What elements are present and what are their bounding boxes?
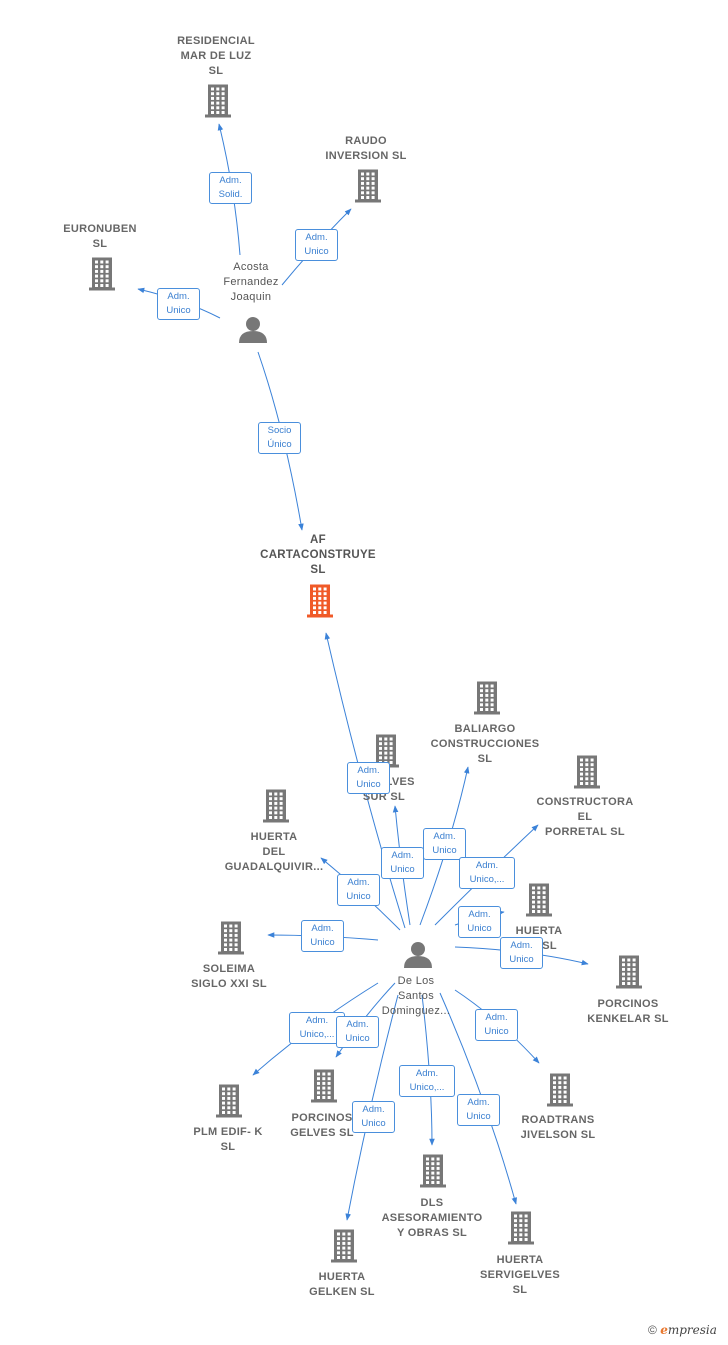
building-icon xyxy=(218,921,244,955)
building-icon xyxy=(420,1154,446,1188)
building-icon xyxy=(311,1069,337,1103)
edge-role-label[interactable]: Adm. Unico xyxy=(157,288,200,320)
building-icon xyxy=(89,257,115,291)
building-icon xyxy=(474,681,500,715)
edge-role-label[interactable]: Adm. Solid. xyxy=(209,172,252,204)
edge-role-label[interactable]: Adm. Unico xyxy=(457,1094,500,1126)
icons-layer xyxy=(89,84,642,1263)
person-icon xyxy=(239,317,267,343)
edge-role-label[interactable]: Adm. Unico xyxy=(352,1101,395,1133)
node-label-huerta_guad[interactable]: HUERTA DEL GUADALQUIVIR... xyxy=(224,831,324,873)
copyright-icon: © xyxy=(648,1323,657,1337)
edge-role-label[interactable]: Adm. Unico xyxy=(458,906,501,938)
node-label-roadtrans[interactable]: ROADTRANS JIVELSON SL xyxy=(520,1114,596,1141)
edge-role-label[interactable]: Socio Único xyxy=(258,422,301,454)
node-label-dls[interactable]: DLS ASESORAMIENTO Y OBRAS SL xyxy=(381,1197,483,1239)
building-icon xyxy=(547,1073,573,1107)
edge-role-label[interactable]: Adm. Unico xyxy=(423,828,466,860)
building-icon xyxy=(307,584,333,618)
node-label-euronuben[interactable]: EURONUBEN SL xyxy=(63,223,137,250)
edge-role-label[interactable]: Adm. Unico,... xyxy=(289,1012,345,1044)
building-icon xyxy=(331,1229,357,1263)
node-label-af[interactable]: AF CARTACONSTRUYE SL xyxy=(260,534,376,576)
node-label-residencial[interactable]: RESIDENCIAL MAR DE LUZ SL xyxy=(177,35,255,77)
node-label-kenkelar[interactable]: PORCINOS KENKELAR SL xyxy=(587,998,669,1025)
node-label-baliargo[interactable]: BALIARGO CONSTRUCCIONES SL xyxy=(430,723,540,765)
person-icon xyxy=(404,942,432,968)
building-icon xyxy=(526,883,552,917)
building-icon xyxy=(355,169,381,203)
building-icon xyxy=(205,84,231,118)
brand-name: mpresia xyxy=(667,1323,717,1337)
node-label-gelken[interactable]: HUERTA GELKEN SL xyxy=(309,1271,375,1298)
node-label-raudo[interactable]: RAUDO INVERSION SL xyxy=(325,135,407,162)
node-label-servigelves[interactable]: HUERTA SERVIGELVES SL xyxy=(480,1254,560,1296)
edge-role-label[interactable]: Adm. Unico,... xyxy=(399,1065,455,1097)
edge-role-label[interactable]: Adm. Unico xyxy=(301,920,344,952)
edge-role-label[interactable]: Adm. Unico xyxy=(295,229,338,261)
building-icon xyxy=(216,1084,242,1118)
footer-brand: © empresia xyxy=(648,1323,717,1337)
edge-role-label[interactable]: Adm. Unico xyxy=(337,874,380,906)
edge-role-label[interactable]: Adm. Unico xyxy=(381,847,424,879)
node-label-plm[interactable]: PLM EDIF- K SL xyxy=(193,1126,263,1153)
brand-initial: e xyxy=(660,1323,668,1337)
edge-role-label[interactable]: Adm. Unico,... xyxy=(459,857,515,889)
node-label-constructora[interactable]: CONSTRUCTORA EL PORRETAL SL xyxy=(536,796,634,838)
building-icon xyxy=(263,789,289,823)
building-icon xyxy=(616,955,642,989)
node-label-soleima[interactable]: SOLEIMA SIGLO XXI SL xyxy=(191,963,267,990)
edge-role-label[interactable]: Adm. Unico xyxy=(475,1009,518,1041)
edge-role-label[interactable]: Adm. Unico xyxy=(336,1016,379,1048)
edge-role-label[interactable]: Adm. Unico xyxy=(500,937,543,969)
node-label-delossantos[interactable]: De Los Santos Dominguez... xyxy=(381,975,451,1017)
node-label-acosta[interactable]: Acosta Fernandez Joaquin xyxy=(223,261,279,303)
node-label-porcinos_gelves[interactable]: PORCINOS GELVES SL xyxy=(290,1112,354,1139)
edge-role-label[interactable]: Adm. Unico xyxy=(347,762,390,794)
building-icon xyxy=(508,1211,534,1245)
building-icon xyxy=(574,755,600,789)
